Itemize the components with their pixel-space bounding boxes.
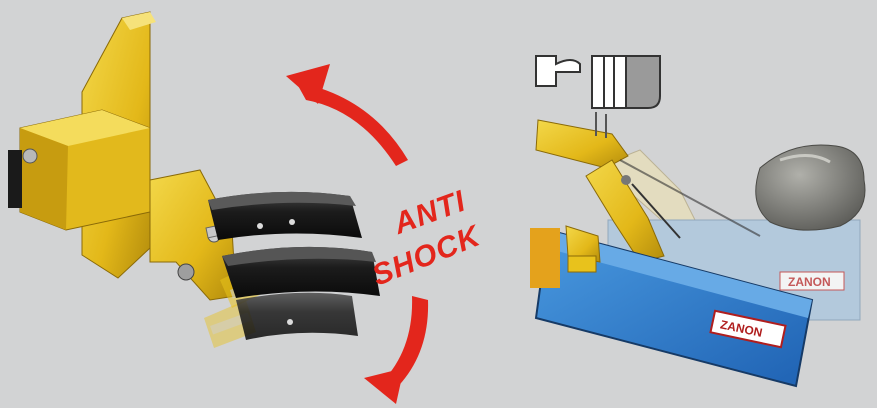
- rotation-arrow-bottom-icon: [364, 296, 428, 404]
- rock-obstacle: [756, 145, 865, 230]
- brand-mark-ghost: ZANON: [788, 275, 831, 289]
- anti-shock-bracket: [8, 12, 280, 348]
- rotation-arrow-top-icon: [286, 64, 408, 166]
- tractor-frame: [536, 56, 660, 108]
- bolt-icon: [23, 149, 37, 163]
- pivot-bolt-icon: [178, 264, 194, 280]
